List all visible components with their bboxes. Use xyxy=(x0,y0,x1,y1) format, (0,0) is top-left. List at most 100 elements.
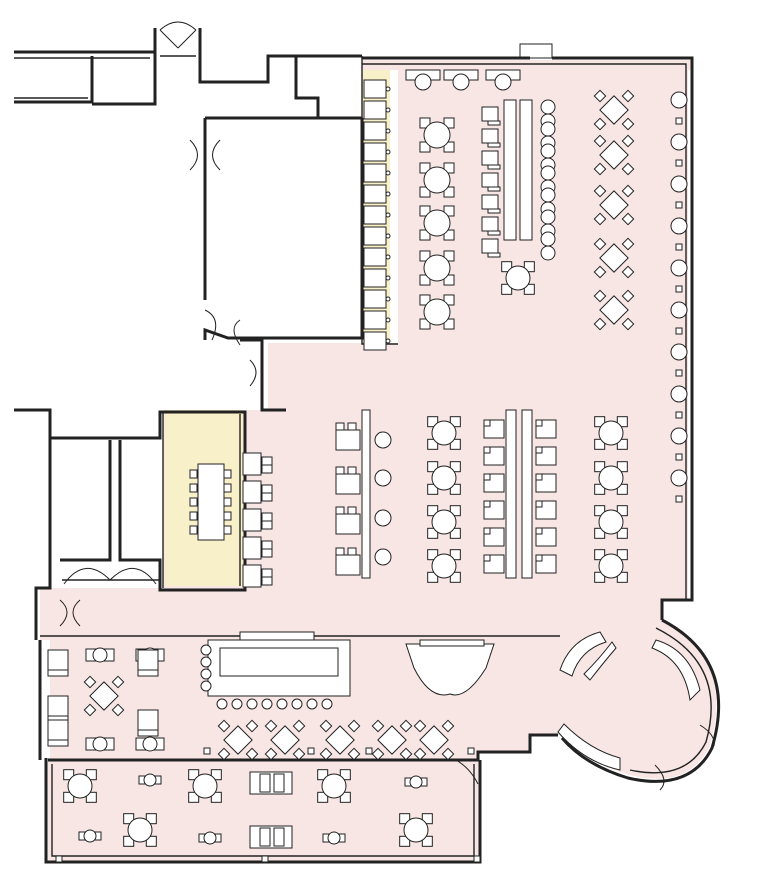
chair xyxy=(137,669,159,677)
chair xyxy=(593,237,607,251)
chair xyxy=(427,438,439,450)
chair xyxy=(217,719,231,733)
chair xyxy=(621,265,635,279)
chair xyxy=(335,466,345,475)
chair xyxy=(621,89,635,103)
chair xyxy=(83,675,97,689)
chair xyxy=(223,525,232,535)
chair xyxy=(363,205,387,225)
stool xyxy=(374,548,392,566)
square-table xyxy=(599,190,629,220)
stool xyxy=(540,121,556,137)
chair xyxy=(363,142,387,162)
chair xyxy=(264,747,278,761)
curved-lounge-back xyxy=(419,639,485,647)
chair xyxy=(594,527,606,539)
chair xyxy=(347,506,357,515)
chair xyxy=(111,703,125,717)
stool xyxy=(452,73,470,91)
chair xyxy=(47,719,69,741)
chair xyxy=(616,461,628,473)
stool xyxy=(374,509,392,527)
chair xyxy=(419,186,431,198)
stool xyxy=(670,133,688,151)
stool xyxy=(306,698,318,710)
chair xyxy=(261,456,273,466)
chair xyxy=(335,547,345,556)
round-table xyxy=(431,553,457,579)
chair xyxy=(483,500,491,508)
round-table xyxy=(431,420,457,446)
chair xyxy=(675,201,683,209)
stool xyxy=(494,73,512,91)
chair xyxy=(83,703,97,717)
chair xyxy=(675,159,683,167)
chair xyxy=(242,480,262,504)
bench-table xyxy=(361,409,371,579)
walls xyxy=(14,28,721,864)
chair xyxy=(189,497,198,507)
chair xyxy=(47,649,69,671)
stool xyxy=(385,149,391,155)
chair xyxy=(189,483,198,493)
chair xyxy=(419,318,431,330)
chair xyxy=(449,416,461,428)
chair xyxy=(347,719,361,733)
chair xyxy=(189,525,198,535)
chair xyxy=(443,162,455,174)
chair xyxy=(189,469,198,479)
chair xyxy=(441,747,455,761)
chair xyxy=(481,150,499,166)
chair xyxy=(443,250,455,262)
square-table xyxy=(89,681,119,711)
round-table xyxy=(409,775,423,789)
chair xyxy=(441,719,455,733)
round-table xyxy=(327,831,341,845)
stool xyxy=(670,175,688,193)
chair xyxy=(483,446,491,454)
round-table xyxy=(83,829,97,843)
chair xyxy=(621,184,635,198)
chair xyxy=(371,747,385,761)
chair xyxy=(675,453,683,461)
square-table xyxy=(325,725,355,755)
chair xyxy=(593,134,607,148)
chair xyxy=(593,162,607,176)
chair xyxy=(363,268,387,288)
chair xyxy=(85,769,97,781)
bench-table xyxy=(519,99,533,241)
chair xyxy=(399,747,413,761)
stool xyxy=(200,668,212,680)
chair xyxy=(616,549,628,561)
chair xyxy=(675,243,683,251)
chair xyxy=(273,827,285,847)
stool xyxy=(200,644,212,656)
chair xyxy=(594,571,606,583)
chair xyxy=(292,719,306,733)
round-table xyxy=(598,553,624,579)
chair xyxy=(203,747,211,755)
chair xyxy=(317,791,329,803)
chair xyxy=(487,186,501,192)
round-table xyxy=(598,509,624,535)
chair xyxy=(593,89,607,103)
stool xyxy=(670,385,688,403)
stool xyxy=(385,128,391,134)
stool xyxy=(374,469,392,487)
chair xyxy=(47,695,69,717)
chair xyxy=(675,369,683,377)
chair xyxy=(347,422,357,431)
round-table xyxy=(142,736,158,752)
stool xyxy=(374,431,392,449)
chair xyxy=(261,492,273,502)
chair xyxy=(335,473,361,495)
stool xyxy=(540,245,556,261)
stool xyxy=(200,656,212,668)
round-table xyxy=(423,166,451,194)
chair xyxy=(319,747,333,761)
chair xyxy=(427,483,439,495)
chair xyxy=(363,79,387,99)
chair xyxy=(523,261,535,273)
chair xyxy=(675,327,683,335)
